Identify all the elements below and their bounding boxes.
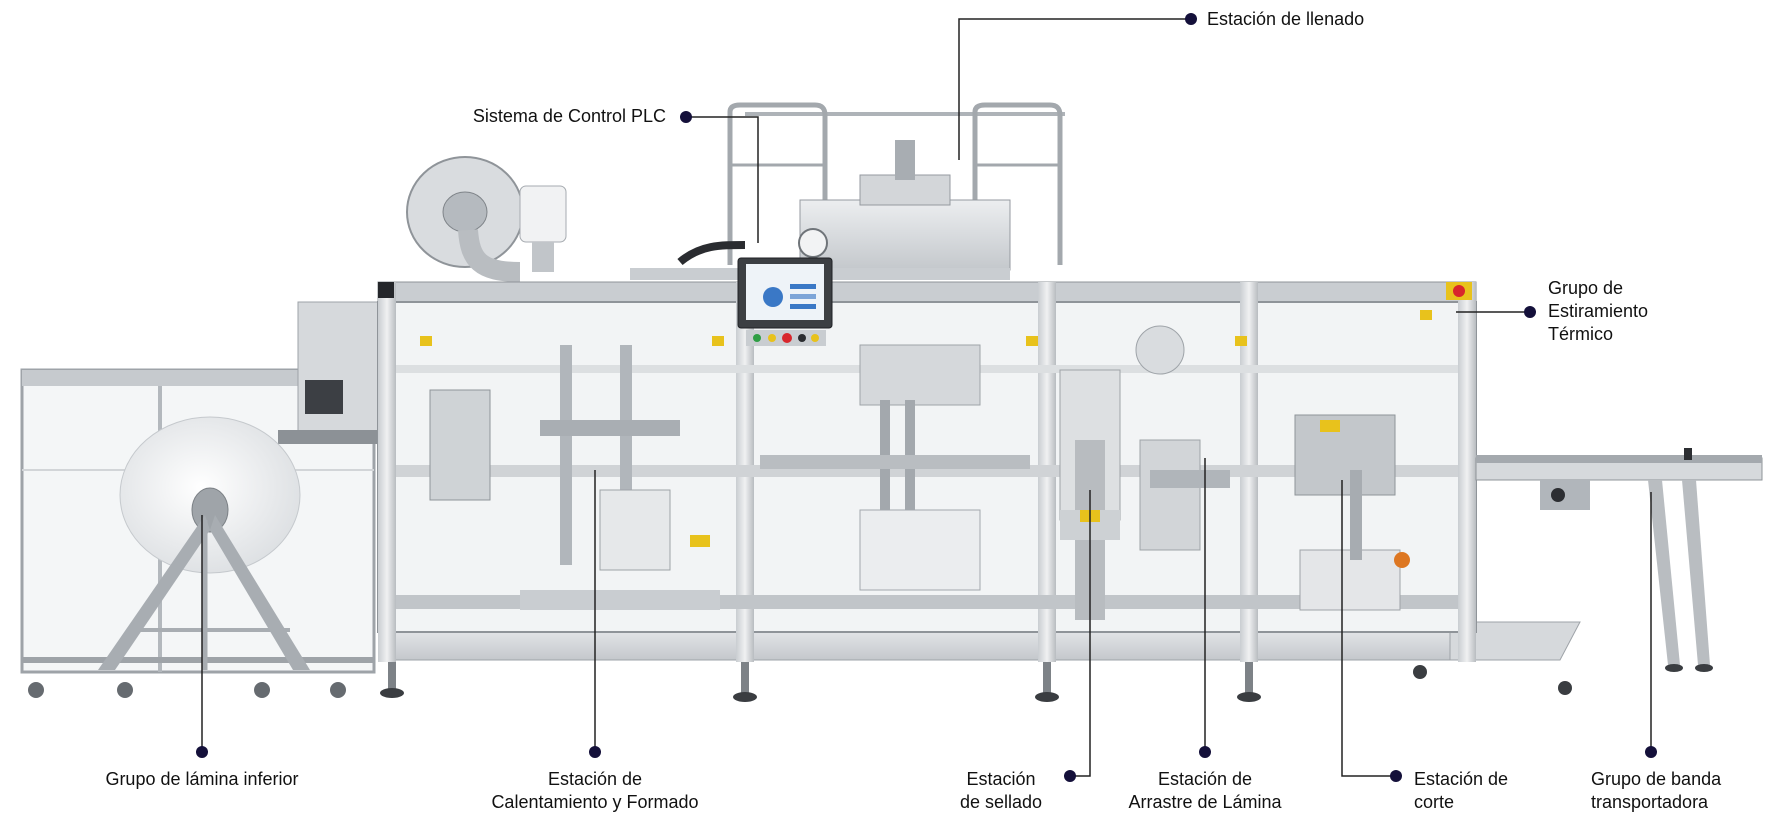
callout-dot-thermal bbox=[1524, 306, 1536, 318]
callout-dot-sealing bbox=[1064, 770, 1076, 782]
callout-label-lower-film: Grupo de lámina inferior bbox=[105, 769, 299, 789]
emergency-stop bbox=[1446, 282, 1472, 300]
callout-label-cutting: Estación de corte bbox=[1414, 769, 1509, 812]
leader-line-filling bbox=[958, 18, 1191, 160]
film-roll bbox=[98, 416, 310, 670]
callout-label-film-pull: Estación de Arrastre de Lámina bbox=[1128, 769, 1282, 812]
leader-line-plc bbox=[686, 116, 759, 243]
callout-label-thermal: Grupo de Estiramiento Térmico bbox=[1548, 278, 1649, 344]
callout-dot-cutting bbox=[1390, 770, 1402, 782]
callout-leaders bbox=[196, 13, 1657, 782]
callout-dot-conveyor bbox=[1645, 746, 1657, 758]
exhaust-fan bbox=[406, 156, 567, 282]
callout-dot-film-pull bbox=[1199, 746, 1211, 758]
callout-dot-lower-film bbox=[196, 746, 208, 758]
plc-touchscreen-panel bbox=[737, 257, 833, 346]
warning-labels bbox=[420, 310, 1432, 547]
callout-dot-plc bbox=[680, 111, 692, 123]
callout-dot-heating bbox=[589, 746, 601, 758]
leader-line-cutting bbox=[1341, 480, 1396, 777]
callout-label-heating: Estación de Calentamiento y Formado bbox=[491, 769, 699, 812]
film-pull-station bbox=[1135, 325, 1230, 551]
conveyor bbox=[1475, 448, 1763, 672]
callout-label-sealing: Estación de sellado bbox=[959, 769, 1043, 812]
filling-station bbox=[760, 344, 1030, 591]
filling-tank bbox=[630, 102, 1065, 280]
leader-line-sealing bbox=[1070, 490, 1091, 777]
callout-label-filling: Estación de llenado bbox=[1207, 9, 1365, 29]
cutting-station bbox=[1294, 414, 1410, 611]
heating-forming-station bbox=[429, 345, 720, 610]
callout-label-conveyor: Grupo de banda transportadora bbox=[1591, 769, 1722, 812]
callout-dot-filling bbox=[1185, 13, 1197, 25]
callout-label-plc: Sistema de Control PLC bbox=[472, 106, 666, 126]
